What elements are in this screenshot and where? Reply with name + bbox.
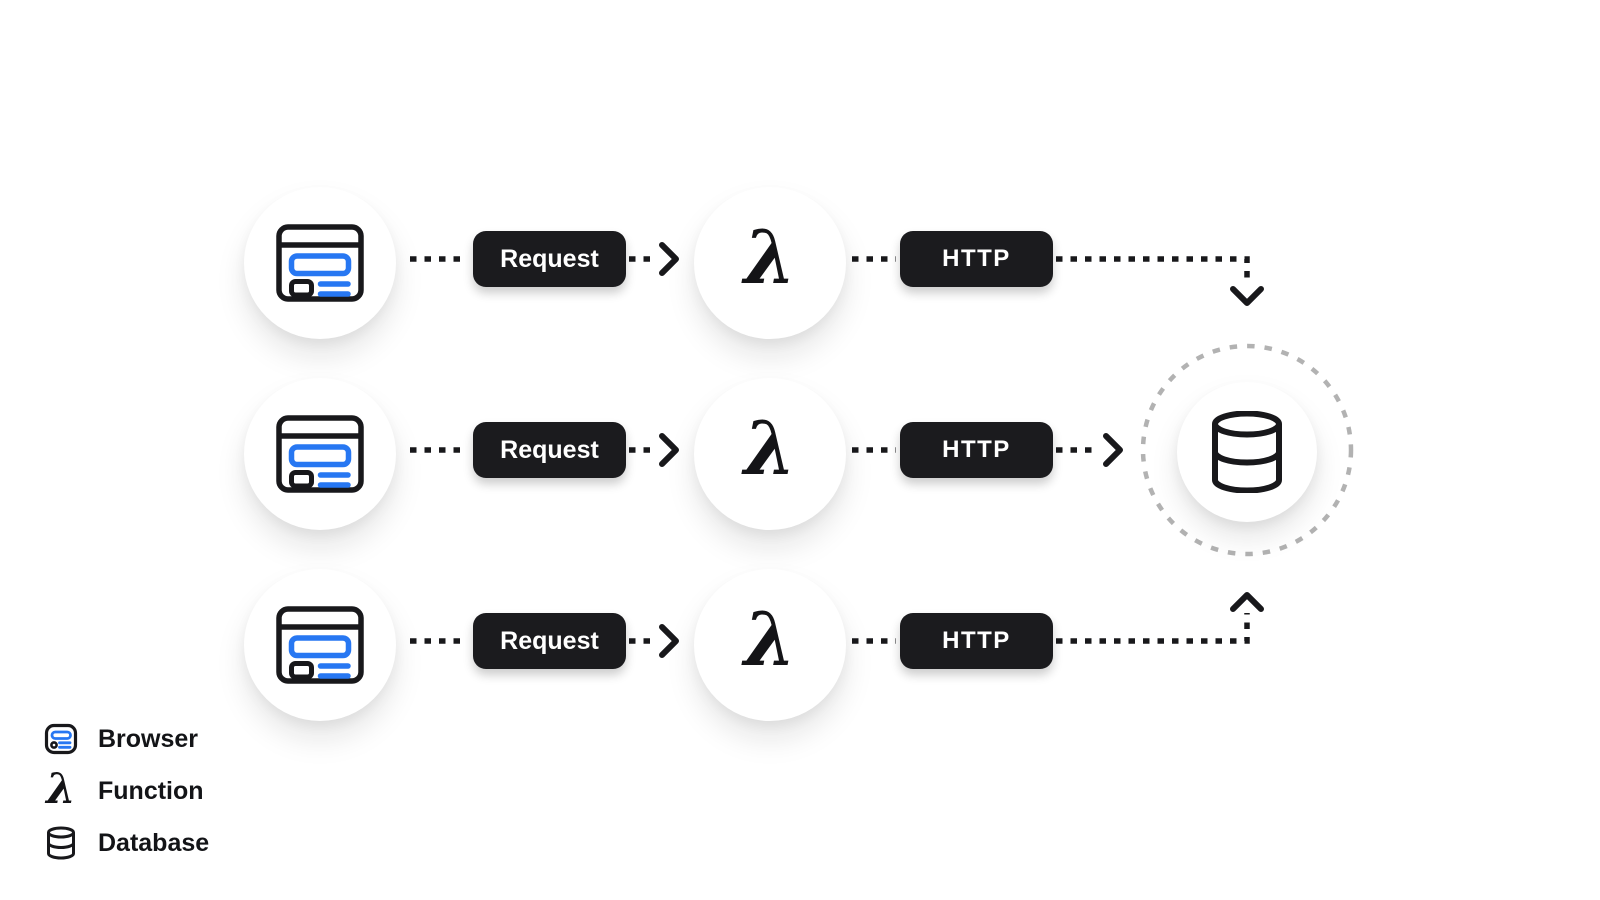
request-label-pill: Request	[473, 422, 626, 478]
row1-arrow-right-icon	[659, 242, 679, 276]
function-node: λ	[694, 378, 846, 530]
http-label-pill: HTTP	[900, 613, 1053, 669]
legend: Browser λ Function Database	[42, 713, 209, 869]
row1-wire-http-to-database	[1056, 256, 1250, 285]
legend-item-browser: Browser	[42, 713, 209, 765]
browser-icon	[276, 415, 364, 493]
browser-icon	[276, 224, 364, 302]
function-node: λ	[694, 569, 846, 721]
row3-wire-http-to-database	[1056, 613, 1250, 644]
row3-arrow-right-icon	[659, 624, 679, 658]
browser-node	[244, 187, 396, 339]
lambda-icon: λ	[744, 215, 796, 301]
browser-icon	[44, 723, 78, 755]
database-dashed-ring	[1140, 343, 1354, 557]
function-node: λ	[694, 187, 846, 339]
request-label-pill: Request	[473, 613, 626, 669]
database-node	[1177, 382, 1317, 522]
lambda-icon: λ	[744, 406, 796, 492]
row1-arrow-down-icon	[1230, 286, 1264, 306]
lambda-icon: λ	[744, 597, 796, 683]
browser-node	[244, 378, 396, 530]
row2-arrow-right-database-icon	[1103, 433, 1123, 467]
http-label-pill: HTTP	[900, 231, 1053, 287]
http-label-pill: HTTP	[900, 422, 1053, 478]
database-icon	[47, 826, 75, 860]
legend-item-function: λ Function	[42, 765, 209, 817]
browser-node	[244, 569, 396, 721]
browser-icon	[276, 606, 364, 684]
database-icon	[1212, 411, 1282, 493]
row3-arrow-up-icon	[1230, 592, 1264, 612]
row2-arrow-right-icon	[659, 433, 679, 467]
request-label-pill: Request	[473, 231, 626, 287]
lambda-icon: λ	[46, 763, 76, 813]
legend-label-function: Function	[98, 776, 204, 805]
legend-label-database: Database	[98, 828, 210, 857]
legend-label-browser: Browser	[98, 724, 199, 753]
legend-item-database: Database	[42, 817, 209, 869]
